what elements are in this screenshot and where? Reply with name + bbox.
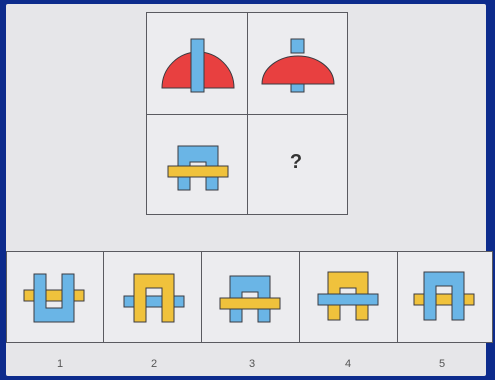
option-4-figure[interactable] — [316, 268, 380, 328]
option-divider — [201, 252, 202, 342]
option-3-figure[interactable] — [218, 270, 282, 330]
option-label: 3 — [242, 358, 262, 370]
option-divider — [103, 252, 104, 342]
option-label: 1 — [50, 358, 70, 370]
question-mark: ? — [284, 150, 308, 174]
option-label: 4 — [338, 358, 358, 370]
option-1-figure[interactable] — [22, 270, 86, 330]
option-divider — [299, 252, 300, 342]
matrix-divider-horizontal — [147, 114, 347, 115]
matrix-cell-2-figure — [258, 36, 338, 96]
matrix-cell-1-figure — [158, 36, 238, 96]
option-5-figure[interactable] — [412, 268, 476, 328]
option-label: 5 — [432, 358, 452, 370]
matrix-cell-3-figure — [166, 138, 230, 198]
option-2-figure[interactable] — [122, 270, 186, 330]
option-label: 2 — [144, 358, 164, 370]
option-divider — [397, 252, 398, 342]
